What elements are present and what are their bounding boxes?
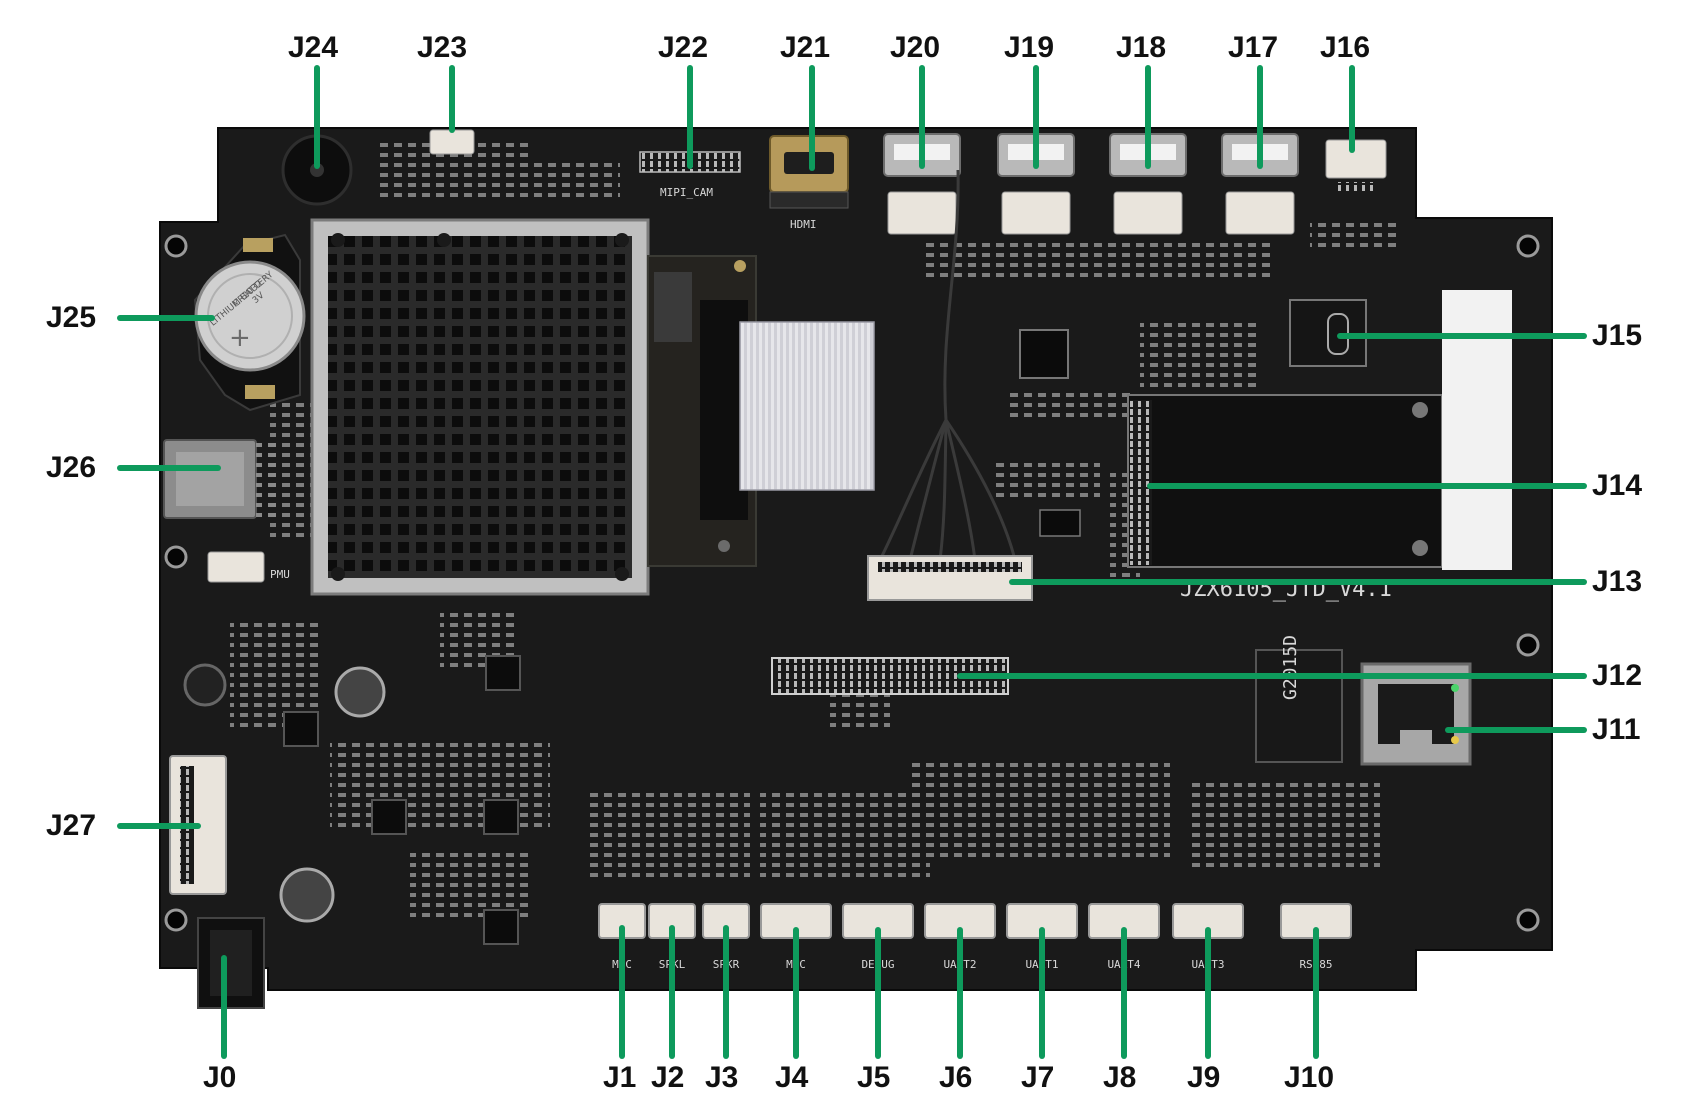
callout-label-j18: J18: [1116, 31, 1167, 64]
callout-label-j21: J21: [780, 31, 831, 64]
ethernet-magnetics: G2015D: [1255, 635, 1343, 763]
svg-text:+: +: [229, 323, 251, 353]
mounting-holes: [164, 234, 1540, 932]
callout-label-j24: J24: [288, 31, 339, 64]
callout-label-j3: J3: [705, 1061, 739, 1094]
connector-j16: [1325, 139, 1387, 192]
callout-label-j15: J15: [1592, 319, 1643, 352]
inductors: [283, 655, 521, 945]
callout-label-j11: J11: [1592, 713, 1641, 746]
heatsink: [310, 218, 650, 596]
pmu-silk: PMU: [270, 568, 290, 581]
callout-label-j19: J19: [1004, 31, 1055, 64]
callout-label-j2: J2: [651, 1061, 685, 1094]
callout-label-j13: J13: [1592, 565, 1643, 598]
header-j23: [429, 129, 475, 155]
callout-label-j10: J10: [1284, 1061, 1335, 1094]
callout-label-j27: J27: [46, 809, 97, 842]
callout-label-j26: J26: [46, 451, 97, 484]
callout-label-j8: J8: [1103, 1061, 1137, 1094]
callout-label-j9: J9: [1187, 1061, 1221, 1094]
callout-label-j5: J5: [857, 1061, 891, 1094]
bottom-headers: [598, 903, 1352, 939]
callout-label-j12: J12: [1592, 659, 1643, 692]
callout-label-j23: J23: [417, 31, 468, 64]
callout-label-j16: J16: [1320, 31, 1371, 64]
dc-jack-j0: [197, 917, 265, 1009]
callout-label-j4: J4: [775, 1061, 809, 1094]
flex-cable: [739, 321, 875, 491]
hdmi-silk: HDMI: [790, 218, 817, 231]
capacitors: [183, 663, 386, 923]
callout-label-j22: J22: [658, 31, 709, 64]
callout-label-j25: J25: [46, 301, 97, 334]
callout-label-j6: J6: [939, 1061, 973, 1094]
sd-card-slot-j26: [163, 439, 276, 519]
callout-label-j1: J1: [603, 1061, 637, 1094]
callout-label-j20: J20: [890, 31, 941, 64]
callout-label-j0: J0: [203, 1061, 237, 1094]
coin-cell-holder-j25: + LITHIUM BATTERY CR2032 3V: [193, 233, 306, 412]
rj45-jack-j11: [1360, 662, 1472, 766]
core-module: [647, 255, 757, 567]
wire-bundle: [878, 169, 1017, 561]
connector-j13: [867, 555, 1033, 601]
buzzer-j24: [281, 134, 353, 206]
leader-lines: [117, 65, 1587, 1059]
pmu-connector: PMU: [207, 551, 290, 583]
mipi-cam-silk: MIPI_CAM: [660, 186, 713, 199]
callout-label-j7: J7: [1021, 1061, 1055, 1094]
callout-label-j14: J14: [1592, 469, 1643, 502]
callout-label-j17: J17: [1228, 31, 1279, 64]
ic-u5: [1019, 329, 1069, 379]
ic-u24: [1039, 509, 1081, 537]
magnetics-silk: G2015D: [1280, 635, 1301, 700]
